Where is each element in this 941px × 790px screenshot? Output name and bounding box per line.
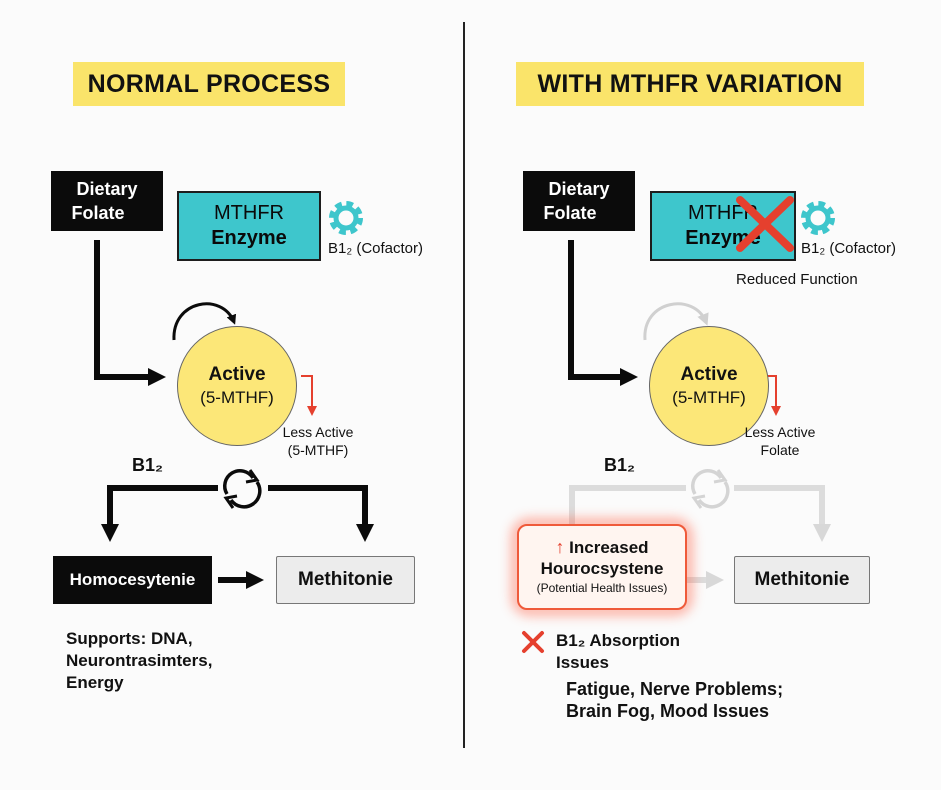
left-active-line1: Active: [208, 364, 266, 385]
reduced-function-label: Reduced Function: [736, 271, 858, 288]
left-enzyme-line1: MTHFR: [214, 202, 284, 224]
left-active-line2: (5-MTHF): [200, 388, 274, 407]
enzyme-cross-icon: [736, 196, 794, 252]
left-cycle-icon: [223, 468, 262, 509]
left-bracket-left: [101, 485, 218, 542]
left-folate-arrow: [94, 240, 166, 386]
left-methionine-box: Methitonie: [276, 556, 415, 604]
right-less-line2: Folate: [760, 442, 800, 458]
right-less-line1: Less Active: [744, 424, 816, 440]
right-cycle-icon: [691, 468, 730, 509]
left-less-active: Less Active (5-MTHF): [268, 423, 368, 459]
right-cofactor-label: B1₂ (Cofactor): [801, 240, 897, 257]
increased-line1: Increased: [569, 538, 649, 557]
left-active-circle: Active (5-MTHF): [177, 326, 297, 446]
absorption-line1: B1₂ Absorption: [556, 631, 681, 650]
left-red-arrow: [301, 375, 317, 416]
right-gear-icon: [801, 201, 835, 235]
right-b12-label: B1₂: [604, 455, 636, 475]
symptoms-line1: Fatigue, Nerve Problems;: [566, 679, 784, 699]
right-dietary-line2: Folate: [543, 203, 597, 223]
right-title: WITH MTHFR VARIATION: [516, 62, 864, 106]
symptoms-line2: Brain Fog, Mood Issues: [566, 701, 770, 721]
absorption-text: B1₂ Absorption Issues: [556, 630, 680, 674]
left-b12-label: B1₂: [132, 455, 164, 475]
left-dietary-line2: Folate: [71, 203, 125, 223]
right-enzyme-line1: MTHFR: [688, 202, 758, 224]
increased-line1-wrap: ↑ Increased: [555, 537, 648, 558]
left-supports-text: Supports: DNA, Neurontrasimters, Energy: [66, 628, 212, 694]
left-dietary-folate: Dietary Folate: [51, 171, 163, 231]
left-supports-line3: Energy: [66, 673, 124, 692]
left-cofactor-label: B1₂ (Cofactor): [328, 240, 424, 257]
right-folate-arrow: [568, 240, 638, 386]
left-dietary-line1: Dietary: [76, 179, 138, 199]
right-less-active: Less Active Folate: [730, 423, 830, 459]
left-enzyme-line2: Enzyme: [211, 227, 287, 249]
increased-line2: Hourocsystene: [540, 559, 664, 578]
left-less-line2: (5-MTHF): [287, 442, 349, 458]
left-curved-arrow: [172, 302, 237, 341]
left-gear-icon: [329, 201, 363, 235]
absorption-line2: Issues: [556, 653, 609, 672]
increased-line3: (Potential Health Issues): [536, 581, 668, 595]
left-mthfr-enzyme: MTHFR Enzyme: [177, 191, 321, 261]
right-active-circle: Active (5-MTHF): [649, 326, 769, 446]
right-bracket-right: [734, 485, 831, 542]
right-active-line1: Active: [680, 364, 738, 385]
increased-homocysteine-box: ↑ Increased Hourocsystene (Potential Hea…: [517, 524, 687, 610]
absorption-cross-icon: [522, 631, 544, 653]
right-dietary-folate: Dietary Folate: [523, 171, 635, 231]
left-homocysteine-box: Homocesytenie: [53, 556, 212, 604]
left-supports-line2: Neurontrasimters,: [66, 651, 213, 670]
right-active-line2: (5-MTHF): [672, 388, 746, 407]
symptoms-text: Fatigue, Nerve Problems; Brain Fog, Mood…: [566, 678, 783, 722]
left-supports-line1: Supports: DNA,: [66, 629, 193, 648]
right-dietary-line1: Dietary: [548, 179, 610, 199]
up-arrow-icon: ↑: [555, 537, 565, 557]
left-bracket-right: [268, 485, 374, 542]
right-methionine-box: Methitonie: [734, 556, 870, 604]
left-less-line1: Less Active: [282, 424, 354, 440]
right-curved-arrow: [643, 302, 709, 341]
left-title: NORMAL PROCESS: [73, 62, 345, 106]
right-red-arrow: [765, 375, 781, 416]
